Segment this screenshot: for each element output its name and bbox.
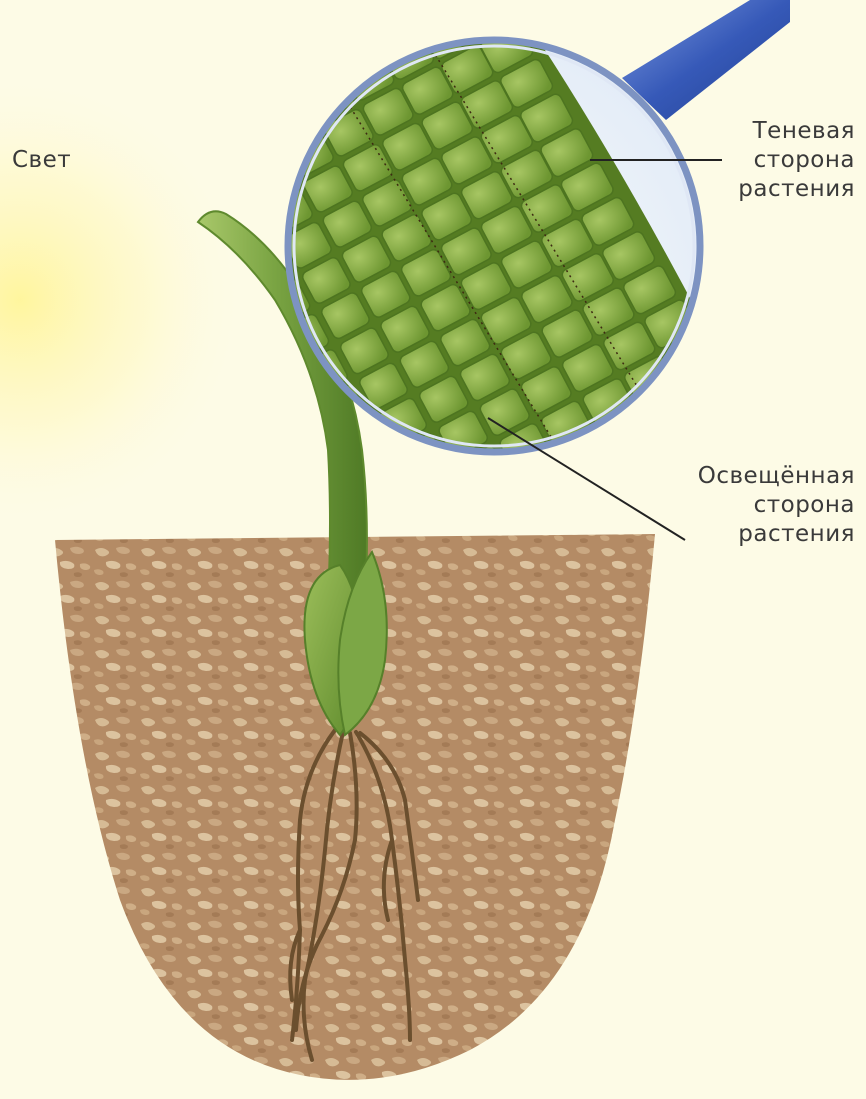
- shaded-side-label: Теневая сторона растения: [738, 117, 855, 204]
- plant-cell: [476, 479, 528, 529]
- plant-cell: [401, 0, 456, 25]
- plant-cell: [644, 479, 698, 530]
- plant-cell: [374, 489, 425, 538]
- plant-cell: [246, 0, 299, 17]
- plant-cell: [644, 388, 699, 439]
- plant-cell: [284, 37, 337, 87]
- lit-side-leader: [488, 418, 685, 540]
- light-label: Свет: [12, 146, 71, 175]
- plant-cell: [245, 58, 297, 108]
- plant-cell: [207, 0, 259, 38]
- plant-cell: [707, 400, 763, 452]
- magnifier-handle: [622, 0, 790, 120]
- plant-cell: [225, 115, 277, 165]
- plant-cell: [323, 16, 377, 67]
- plant-cell: [538, 491, 591, 541]
- plant-cell: [304, 0, 358, 32]
- plant-cell: [580, 468, 634, 519]
- plant-cell: [188, 0, 240, 3]
- plant-cell: [129, 30, 180, 79]
- plant-cell: [686, 366, 742, 418]
- lit-side-label: Освещённая сторона растения: [698, 462, 855, 549]
- plant-cell: [148, 65, 199, 114]
- plant-cell: [150, 0, 202, 23]
- plant-cell: [244, 150, 296, 200]
- plant-cell: [415, 467, 467, 517]
- plant-cell: [111, 0, 162, 44]
- plant-cell: [343, 0, 397, 11]
- plant-cell: [623, 445, 677, 496]
- plant-cell: [265, 2, 318, 52]
- plant-cell: [440, 0, 496, 5]
- plant-cell: [459, 0, 515, 40]
- plant-cell: [362, 0, 416, 46]
- plant-cell: [226, 23, 278, 73]
- plant-cell: [264, 94, 316, 144]
- light-glow: [0, 70, 250, 530]
- plant-cell: [168, 9, 220, 59]
- plant-cell: [187, 44, 239, 94]
- plant-cell: [206, 80, 258, 130]
